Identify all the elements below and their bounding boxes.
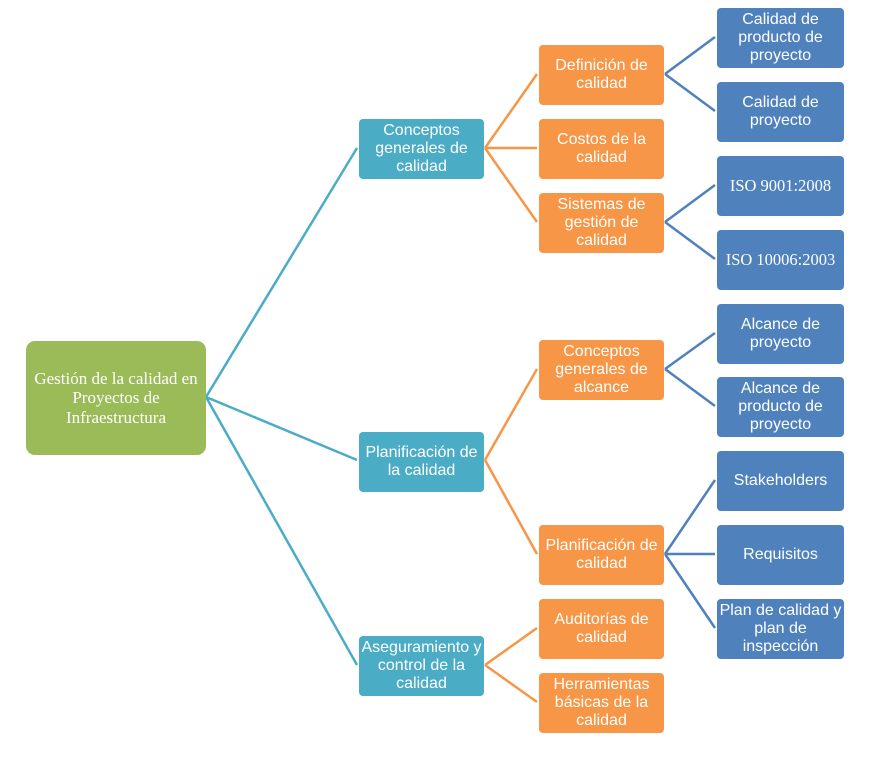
connector-root-aseguramiento	[204, 396, 359, 666]
node-stakeholders: Stakeholders	[717, 451, 844, 511]
connector-planificacion-plan	[483, 459, 539, 555]
node-aseguramiento-control: Aseguramiento y control de la calidad	[359, 636, 484, 696]
connector-conceptos-sistemas	[483, 147, 539, 223]
node-costos-calidad: Costos de la calidad	[539, 119, 664, 179]
node-label: ISO 9001:2008	[729, 175, 832, 195]
node-conceptos-generales-calidad: Conceptos generales de calidad	[359, 119, 484, 179]
node-label: Aseguramiento y control de la calidad	[361, 639, 482, 692]
node-label: Definición de calidad	[555, 57, 648, 92]
node-planificacion-calidad: Planificación de la calidad	[359, 432, 484, 492]
node-label: Alcance de producto de proyecto	[738, 380, 823, 433]
node-calidad-proyecto: Calidad de proyecto	[717, 82, 844, 142]
node-requisitos: Requisitos	[717, 525, 844, 585]
node-label: Calidad de producto de proyecto	[738, 11, 823, 64]
node-definicion-calidad: Definición de calidad	[539, 45, 664, 105]
node-alcance-producto-proyecto: Alcance de producto de proyecto	[717, 377, 844, 437]
node-calidad-producto-proyecto: Calidad de producto de proyecto	[717, 8, 844, 68]
node-label: Conceptos generales de calidad	[375, 122, 468, 175]
node-herramientas-basicas: Herramientas básicas de la calidad	[539, 673, 664, 733]
connector-alcance-proyecto	[664, 331, 716, 371]
node-label: Planificación de la calidad	[365, 444, 478, 479]
node-iso-10006: ISO 10006:2003	[717, 230, 844, 290]
node-auditorias-calidad: Auditorías de calidad	[539, 599, 664, 659]
connector-sistemas-iso9001	[664, 183, 716, 224]
node-conceptos-alcance: Conceptos generales de alcance	[539, 340, 664, 400]
connector-aseguramiento-auditorias	[484, 626, 538, 667]
connector-conceptos-definicion	[483, 73, 539, 149]
root-label: Gestión de la calidad en Proyectos de In…	[34, 369, 198, 427]
root-node: Gestión de la calidad en Proyectos de In…	[26, 341, 206, 455]
connector-alcance-producto	[664, 367, 716, 408]
connector-plan-stakeholders	[663, 479, 717, 555]
node-label: Stakeholders	[733, 472, 828, 490]
connector-root-conceptos	[204, 147, 359, 398]
node-label: Plan de calidad y plan de inspección	[719, 602, 842, 655]
node-sistemas-gestion: Sistemas de gestión de calidad	[539, 193, 664, 253]
node-plan-calidad-inspeccion: Plan de calidad y plan de inspección	[717, 599, 844, 659]
connector-planificacion-alcance	[483, 368, 539, 461]
node-label: Costos de la calidad	[557, 131, 646, 166]
connector-definicion-producto	[664, 35, 716, 76]
connector-definicion-proyecto	[664, 72, 716, 113]
node-label: Requisitos	[743, 546, 818, 564]
node-label: Alcance de proyecto	[740, 316, 821, 351]
node-label: Sistemas de gestión de calidad	[557, 196, 646, 249]
connector-root-planificacion	[205, 395, 358, 462]
node-label: Calidad de proyecto	[742, 94, 819, 129]
connector-aseguramiento-herramientas	[484, 663, 538, 704]
node-label: Auditorías de calidad	[554, 611, 649, 646]
node-label: Herramientas básicas de la calidad	[553, 676, 650, 729]
connector-sistemas-iso10006	[664, 220, 716, 261]
node-alcance-proyecto: Alcance de proyecto	[717, 304, 844, 364]
node-iso-9001: ISO 9001:2008	[717, 156, 844, 216]
connector-plan-inspeccion	[663, 553, 717, 629]
node-label: ISO 10006:2003	[725, 249, 836, 269]
node-label: Planificación de calidad	[545, 537, 658, 572]
node-planificacion-de-calidad: Planificación de calidad	[539, 525, 664, 585]
node-label: Conceptos generales de alcance	[555, 343, 648, 396]
